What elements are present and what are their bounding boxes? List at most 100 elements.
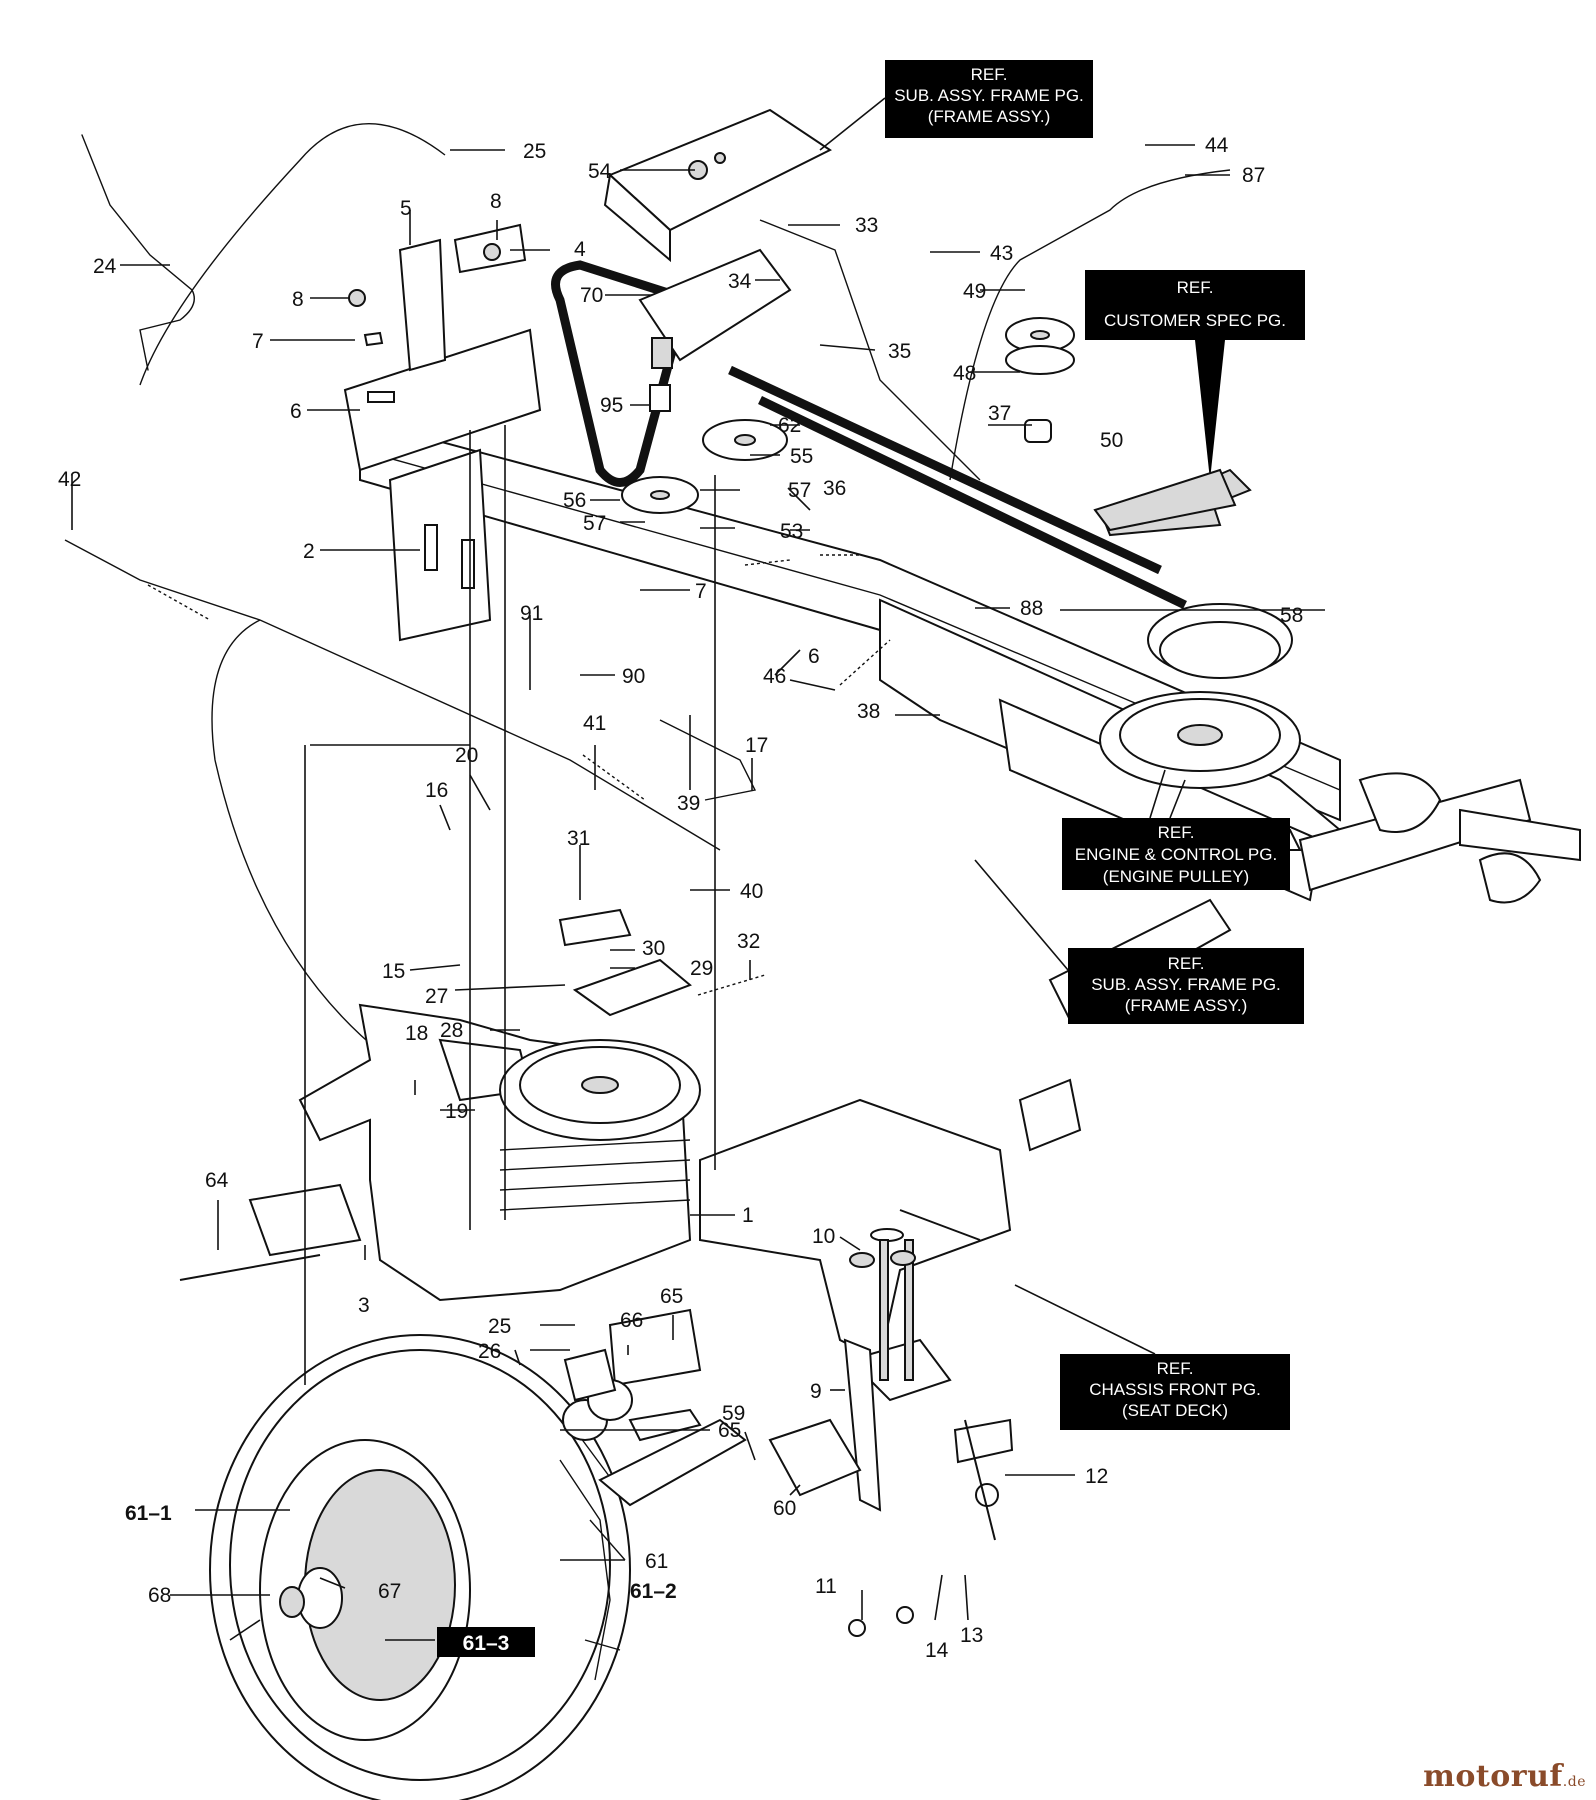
ref-box-customer-spec: REF. CUSTOMER SPEC PG.: [1085, 270, 1305, 340]
callout-43: 43: [990, 242, 1013, 265]
callout-41: 41: [583, 712, 606, 735]
callout-9: 9: [810, 1380, 822, 1403]
callout-91: 91: [520, 602, 543, 625]
ref-box-chassis-front: REF. CHASSIS FRONT PG. (SEAT DECK): [1060, 1354, 1290, 1430]
ref-customer-spec-arrow: [1195, 340, 1225, 480]
callout-64: 64: [205, 1169, 229, 1192]
callout-56: 56: [563, 489, 586, 512]
callout-53: 53: [780, 520, 803, 543]
callout-15: 15: [382, 960, 405, 983]
callout-37: 37: [988, 402, 1011, 425]
ref-frame-mid-line-2: SUB. ASSY. FRAME PG.: [1091, 975, 1281, 994]
ref-chassis-front-line-3: (SEAT DECK): [1122, 1401, 1228, 1420]
callout-65-top: 65: [660, 1285, 683, 1308]
ref-box-frame-top: REF. SUB. ASSY. FRAME PG. (FRAME ASSY.): [885, 60, 1093, 138]
callout-16: 16: [425, 779, 448, 802]
callout-44: 44: [1205, 134, 1229, 157]
callout-19: 19: [445, 1100, 468, 1123]
callout-35: 35: [888, 340, 911, 363]
callout-39: 39: [677, 792, 700, 815]
callout-31: 31: [567, 827, 590, 850]
callout-65-bottom: 65: [718, 1419, 741, 1442]
callout-87: 87: [1242, 164, 1265, 187]
callout-33: 33: [855, 214, 878, 237]
pedal-bracket: [562, 468, 1252, 1637]
callout-13: 13: [960, 1624, 983, 1647]
ref-customer-spec-line-1: REF.: [1177, 278, 1214, 297]
ref-engine-control-line-3: (ENGINE PULLEY): [1103, 867, 1249, 886]
callout-34: 34: [728, 270, 752, 293]
shift-bracket-stack: [348, 223, 527, 589]
callout-57-left: 57: [583, 512, 606, 535]
ref-box-frame-mid: REF. SUB. ASSY. FRAME PG. (FRAME ASSY.): [1068, 948, 1304, 1024]
ref-frame-top-line-2: SUB. ASSY. FRAME PG.: [894, 86, 1084, 105]
callout-61: 61: [645, 1550, 668, 1573]
callout-12: 12: [1085, 1465, 1108, 1488]
callout-57-right: 57: [788, 479, 811, 502]
callout-61-2: 61–2: [630, 1580, 677, 1603]
callout-90: 90: [622, 665, 645, 688]
callout-14: 14: [925, 1639, 949, 1662]
callout-25-bottom: 25: [488, 1315, 511, 1338]
callout-54: 54: [588, 160, 612, 183]
callout-1: 1: [742, 1204, 754, 1227]
callout-25-top: 25: [523, 140, 546, 163]
callout-66: 66: [620, 1309, 643, 1332]
callout-8-top: 8: [490, 190, 502, 213]
callout-60: 60: [773, 1497, 796, 1520]
callout-62: 62: [778, 414, 801, 437]
ref-frame-mid-line-1: REF.: [1168, 954, 1205, 973]
callout-88: 88: [1020, 597, 1043, 620]
callout-29: 29: [690, 957, 713, 980]
callout-68: 68: [148, 1584, 171, 1607]
callout-50: 50: [1100, 429, 1123, 452]
rear-wheel: [209, 1334, 631, 1800]
ref-customer-spec-line-2: CUSTOMER SPEC PG.: [1104, 311, 1286, 330]
watermark-logo: motoruf.de: [1423, 1759, 1586, 1794]
callout-61-1: 61–1: [125, 1502, 172, 1525]
callout-7-left: 7: [252, 330, 264, 353]
callout-17: 17: [745, 734, 768, 757]
callout-18: 18: [405, 1022, 428, 1045]
callout-20: 20: [455, 744, 478, 767]
idler-pulleys: [621, 317, 1075, 514]
callout-27: 27: [425, 985, 448, 1008]
callout-46: 46: [763, 665, 786, 688]
callout-4: 4: [574, 238, 586, 261]
callout-26: 26: [478, 1340, 501, 1363]
callout-28: 28: [440, 1019, 463, 1042]
watermark-tld: .de: [1562, 1774, 1586, 1790]
callout-numbers: 25 54 33 44 87 43 5 8 4 24 8 7 70 34 49 …: [58, 134, 1303, 1662]
callout-32: 32: [737, 930, 760, 953]
callout-49: 49: [963, 280, 986, 303]
callout-36: 36: [823, 477, 846, 500]
callout-48: 48: [953, 362, 976, 385]
main-frame: [343, 328, 1581, 1152]
callout-11: 11: [815, 1575, 837, 1598]
callout-10: 10: [812, 1225, 835, 1248]
ref-frame-top-line-3: (FRAME ASSY.): [928, 107, 1051, 126]
upper-frame-plate: [603, 108, 832, 263]
callout-70: 70: [580, 284, 603, 307]
callout-42: 42: [58, 468, 81, 491]
idler-bracket: [638, 248, 792, 412]
watermark-brand: motoruf: [1423, 1759, 1563, 1794]
callout-61-3-box: [437, 1627, 535, 1657]
ref-chassis-front-line-2: CHASSIS FRONT PG.: [1089, 1380, 1261, 1399]
ref-engine-control-line-2: ENGINE & CONTROL PG.: [1075, 845, 1277, 864]
callout-6-mid: 6: [808, 645, 820, 668]
callout-24: 24: [93, 255, 117, 278]
springs: [147, 554, 891, 996]
callout-95: 95: [600, 394, 623, 417]
ref-frame-top-line-1: REF.: [971, 65, 1008, 84]
control-rods-and-cables: [64, 123, 1231, 1061]
ref-box-engine-control: REF. ENGINE & CONTROL PG. (ENGINE PULLEY…: [1062, 818, 1290, 890]
callout-38: 38: [857, 700, 880, 723]
callout-8-left: 8: [292, 288, 304, 311]
ref-chassis-front-line-1: REF.: [1157, 1359, 1194, 1378]
callout-6-left: 6: [290, 400, 302, 423]
callout-30: 30: [642, 937, 665, 960]
callout-59: 59: [722, 1402, 745, 1425]
callout-55: 55: [790, 445, 813, 468]
